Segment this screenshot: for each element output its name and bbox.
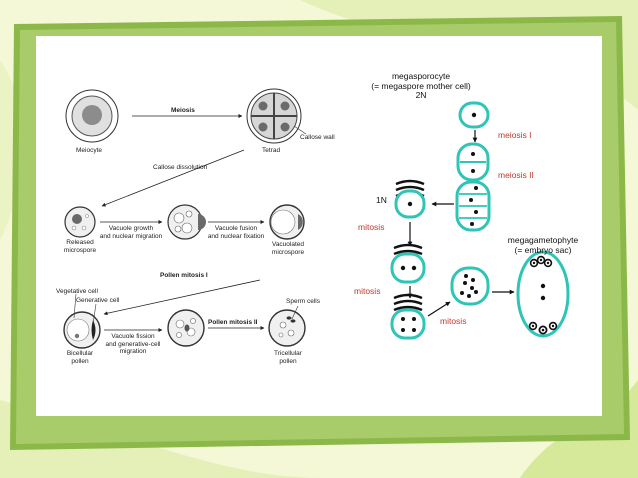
meiosis-2-label: meiosis II [498,170,534,180]
callose-dissolution-arrow [101,149,245,207]
meiocyte-cell [65,89,119,143]
vegetative-cell-label: Vegetative cell [56,288,98,295]
vacuole-growth-label: Vacuole growth and nuclear migration [99,225,163,240]
four-nucleate-stage [390,293,426,340]
megagametophyte-label: megagametophyte (= embryo sac) [507,235,579,255]
callose-dissolution-label: Callose dissolution [153,164,208,171]
ploidy-1n-label: 1N [376,195,387,205]
vegetative-cell-pointer [73,293,77,319]
microspore-vacuole-growth-cell [167,204,206,240]
bicellular-pollen-cell [63,311,101,349]
generative-cell-label: Generative cell [76,297,120,304]
figure-panel: Meiocyte Meiosis Tetrad Callose wall Cal… [36,36,602,416]
pollen-mitosis-1-arrow [103,279,261,316]
meiosis-1-dyad-cell [456,142,490,182]
two-nucleate-stage [390,243,426,284]
mitosis-1-label: mitosis [358,222,385,232]
pollen-mitosis-2-label: Pollen mitosis II [208,319,258,326]
meiosis-1-label: meiosis I [498,130,532,140]
functional-megaspore-cell [394,189,426,219]
tricellular-pollen-label: Tricellular pollen [274,350,302,365]
vacuolated-microspore-cell [269,204,305,240]
vacuole-fusion-label: Vacuole fusion and nuclear fixation [207,225,265,240]
meiosis-label: Meiosis [171,107,195,114]
meiosis-2-tetrad-cell [455,180,491,232]
mitosis-3-label: mitosis [440,316,467,326]
megasporocyte-cell [458,101,490,129]
meiocyte-label: Meiocyte [76,147,103,154]
tetrad-cell [246,88,302,144]
mitosis-2-label: mitosis [354,286,381,296]
tricellular-pollen-cell [268,309,306,347]
embryo-sac-cell [516,250,570,338]
sperm-cells-label: Sperm cells [286,298,320,305]
vacuolated-microspore-label: Vacuolated microspore [271,241,305,256]
eight-nucleate-stage [450,266,490,306]
pollen-mitosis-1-label: Pollen mitosis I [160,272,208,279]
sperm-cells-pointer [291,305,299,320]
released-microspore-cell [64,206,96,238]
vacuole-fission-label: Vacuole fission and generative-cell migr… [105,333,161,355]
callose-wall-pointer [293,125,307,135]
bicellular-pollen-label: Bicellular pollen [66,350,94,365]
megasporocyte-label: megasporocyte (= megaspore mother cell) … [371,71,471,100]
callose-wall-label: Callose wall [300,134,335,141]
released-microspore-label: Released microspore [63,239,97,254]
tetrad-label: Tetrad [262,147,281,154]
pollen-intermediate-cell [167,309,205,347]
reproduction-diagram [63,88,570,349]
generative-cell-pointer [92,303,97,325]
